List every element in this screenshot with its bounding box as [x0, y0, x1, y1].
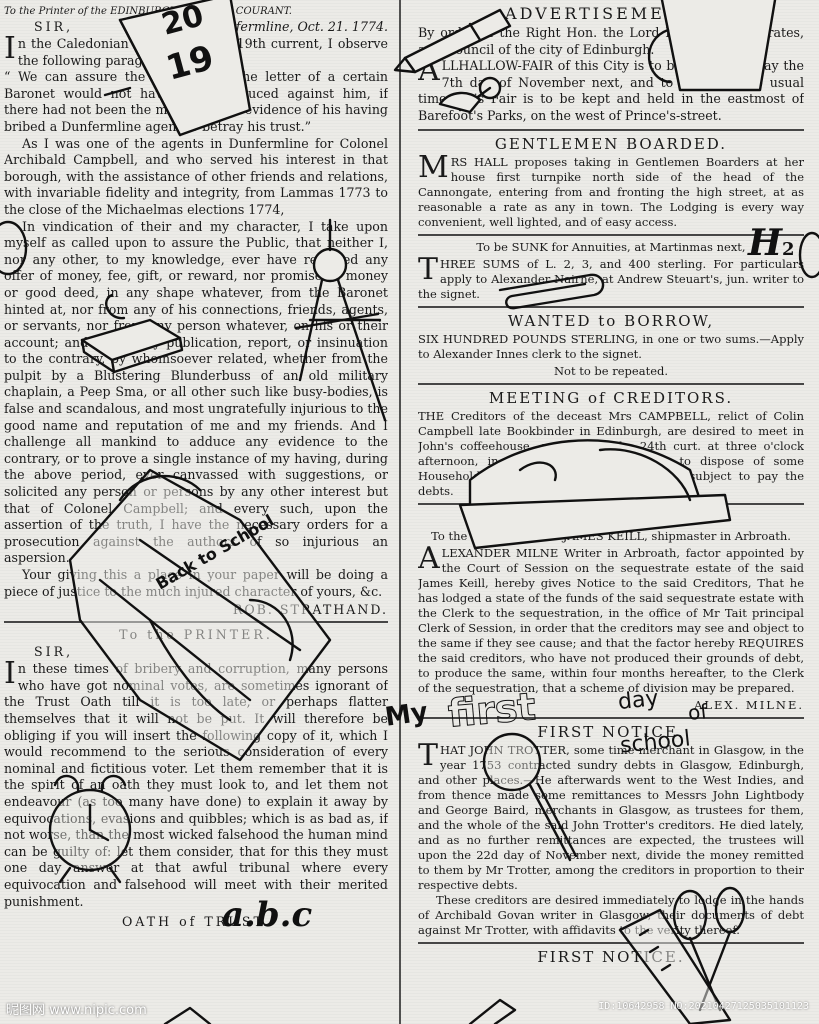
letter-paragraph-4: In vindication of their and my character…: [4, 218, 388, 566]
column-divider: [399, 0, 401, 1024]
letter-paragraph-3: As I was one of the agents in Dunfermlin…: [4, 135, 388, 217]
left-column: To the Printer of the EDINBURGH EVENING …: [4, 0, 388, 1024]
letter-signature: ROB. STRATHAND.: [232, 602, 388, 618]
section-divider: [418, 382, 804, 385]
handwriting-abc: a.b.c: [222, 895, 313, 935]
formula-subscript: 2: [782, 239, 795, 260]
letter2-salutation: SIR,: [34, 644, 74, 660]
handwriting-my: My: [383, 697, 430, 733]
letter-salutation: SIR,: [34, 19, 74, 34]
ad-subtitle-6: To the CREDITORS of JAMES KEILL, shipmas…: [431, 528, 791, 543]
letter-paragraph-2: “ We can assure the public, that the let…: [4, 69, 388, 134]
ad-body-5: THE Creditors of the deceast Mrs CAMPBEL…: [418, 408, 804, 498]
ad-title-5: MEETING of CREDITORS.: [488, 388, 734, 407]
ad-body-7: THAT JOHN TROTTER, some time merchant in…: [418, 737, 804, 892]
ad-note-4: Not to be repeated.: [553, 363, 669, 378]
ad-body-3: THREE SUMS of L. 2, 3, and 400 sterling.…: [418, 251, 804, 301]
section-divider: [418, 716, 804, 719]
formula-h-letter: H: [748, 222, 783, 264]
advertisements-title: ADVERTISEMENTS.: [505, 4, 717, 23]
ad-title-6: FIRST NOTICE.: [537, 508, 685, 527]
ad-title-4: WANTED to BORROW,: [507, 311, 715, 330]
letter-paragraph-1: In the Caledonian Mercury of the 19th cu…: [4, 31, 388, 68]
right-column: ADVERTISEMENTS. By order of the Right Ho…: [418, 0, 804, 1024]
section-divider: [418, 305, 804, 308]
formula-h2: H2: [748, 222, 795, 264]
ad-body-1: ALLHALLOW-FAIR of this City is to begin …: [418, 53, 804, 123]
letter2-paragraph-1: In these times of bribery and corruption…: [4, 656, 388, 909]
ad-body2-7: These creditors are desired immediately …: [418, 892, 804, 937]
letter2-heading: To the PRINTER.: [119, 627, 273, 643]
ad-title-8: FIRST NOTICE.: [537, 947, 685, 966]
handwriting-day: day: [616, 685, 660, 716]
handwriting-of: of: [686, 699, 709, 725]
ad-body-6: ALEXANDER MILNE Writer in Arbroath, fact…: [418, 540, 804, 695]
ad-body-2: MRS HALL proposes taking in Gentlemen Bo…: [418, 149, 804, 229]
ad-title-7: FIRST NOTICE.: [537, 722, 685, 741]
ad-signature-6: ALEX. MILNE.: [694, 697, 804, 712]
site-watermark: 昵图网 www.nipic.com: [6, 1003, 147, 1018]
ad-title-3: To be SUNK for Annuities, at Martinmas n…: [476, 239, 746, 254]
ad-title-2: GENTLEMEN BOARDED.: [494, 134, 728, 153]
handwriting-first: first: [446, 684, 538, 736]
section-divider: [418, 941, 804, 944]
ad-body-4: SIX HUNDRED POUNDS STERLING, in one or t…: [418, 331, 804, 361]
id-watermark: ID:10642958 NO:20210427125035101123: [598, 1001, 809, 1012]
letter-heading: To the Printer of the EDINBURGH EVENING …: [4, 6, 292, 17]
section-divider: [4, 621, 388, 624]
letter-dateline: Dunfermline, Oct. 21. 1774.: [209, 19, 388, 34]
section-divider: [418, 502, 804, 505]
section-divider: [418, 233, 804, 236]
ad-body-0: By order of the Right Hon. the Lord Prov…: [418, 25, 804, 57]
section-divider: [418, 128, 804, 131]
oath-heading: OATH of TRUST.: [121, 914, 271, 930]
letter-paragraph-5: Your giving this a place in your paper w…: [4, 567, 388, 599]
